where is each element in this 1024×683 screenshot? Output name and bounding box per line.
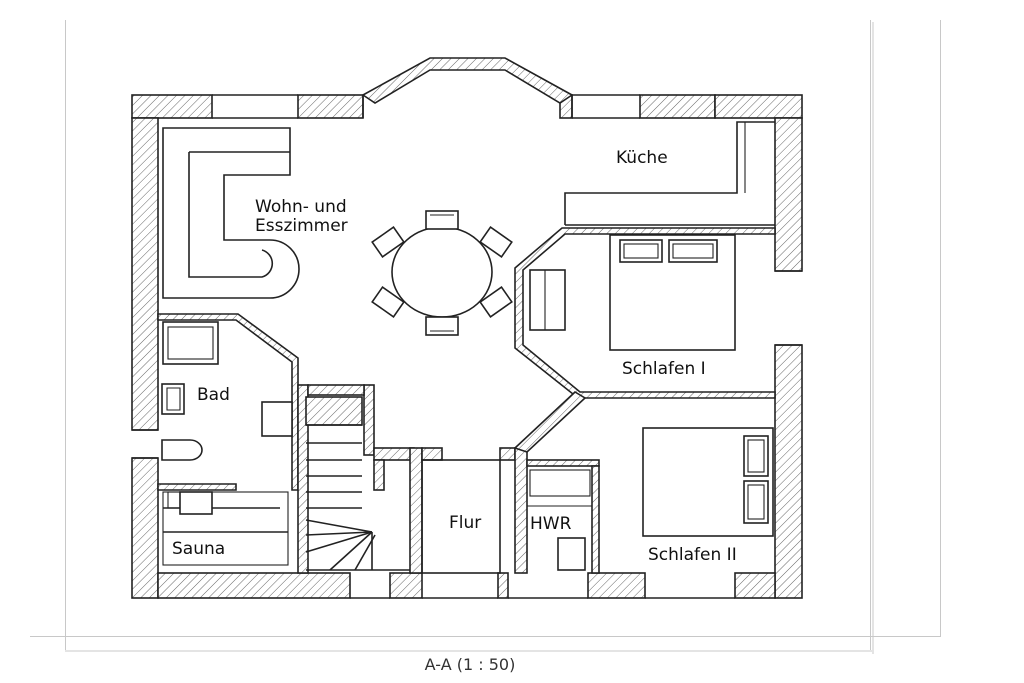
bed-schlafen-2	[642, 427, 774, 537]
wall-bottom-c	[497, 572, 509, 599]
label-flur: Flur	[449, 513, 481, 533]
sheet-far-right-edge	[940, 20, 941, 637]
sheet-left-edge	[65, 20, 66, 650]
wall-top-left	[131, 94, 213, 119]
shower	[162, 321, 219, 365]
dining-table	[371, 210, 513, 336]
bay-window	[361, 57, 574, 118]
wall-top-right-b	[714, 94, 803, 119]
wall-bottom-b	[389, 572, 423, 599]
cabinet-schlafen-1	[529, 269, 566, 331]
label-kueche: Küche	[616, 148, 668, 168]
plan-caption: A-A (1 : 50)	[424, 655, 516, 674]
sauna	[162, 491, 289, 566]
label-schlafen-2: Schlafen II	[648, 545, 737, 565]
wall-bottom-a	[157, 572, 351, 599]
window-openings	[132, 94, 802, 599]
flur-area	[421, 459, 501, 574]
sheet-bottom-edge	[30, 636, 940, 637]
outer-walls	[131, 94, 803, 599]
label-sauna: Sauna	[172, 539, 225, 559]
bed-schlafen-1	[609, 234, 736, 351]
wall-left-upper	[131, 117, 159, 431]
wall-right-upper	[774, 117, 803, 272]
wall-top-mid-left	[297, 94, 364, 119]
label-schlafen-1: Schlafen I	[622, 359, 706, 379]
sofa	[162, 127, 300, 299]
washbasin	[161, 439, 203, 461]
kitchen-counter	[564, 121, 775, 226]
sheet-right-edge	[870, 20, 871, 652]
toilet	[161, 383, 185, 415]
wall-top-right-a	[639, 94, 716, 119]
vanity	[261, 401, 293, 437]
staircase	[305, 396, 410, 571]
sheet-right-shadow	[872, 22, 874, 654]
wall-bottom-d	[587, 572, 646, 599]
wall-right-lower	[774, 344, 803, 599]
label-wohn-line2: Esszimmer	[255, 216, 348, 236]
hwr-area	[527, 469, 592, 571]
wall-left-lower	[131, 457, 159, 599]
label-bad: Bad	[197, 385, 230, 405]
sheet-bottom-shadow	[65, 650, 873, 652]
wall-bottom-e	[734, 572, 776, 599]
label-hwr: HWR	[530, 514, 572, 534]
label-wohn-line1: Wohn- und	[255, 197, 347, 217]
bath-walls	[157, 313, 299, 491]
